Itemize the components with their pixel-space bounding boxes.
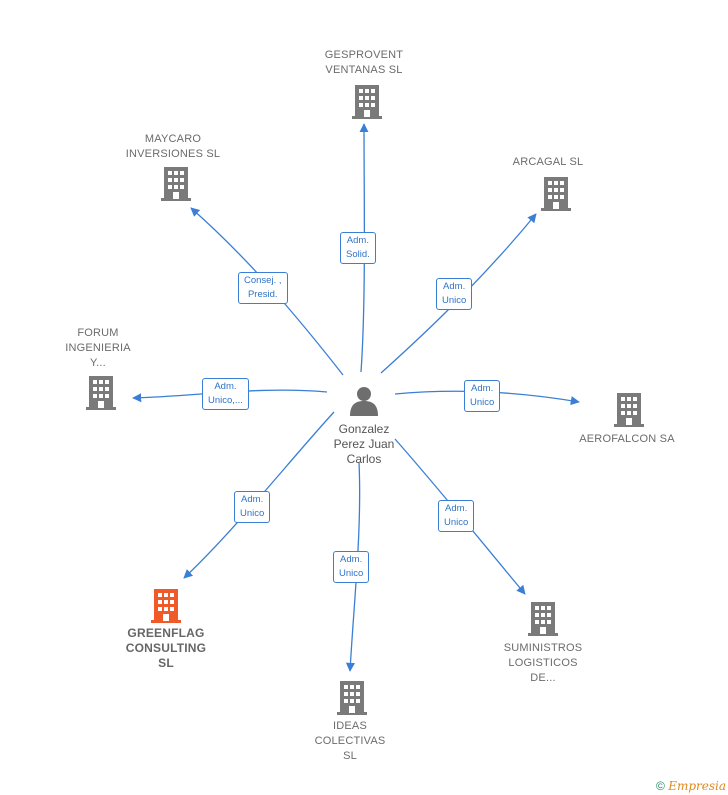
company-label-forum[interactable]: FORUM INGENIERIA Y... bbox=[65, 327, 131, 369]
building-icon[interactable] bbox=[151, 589, 181, 623]
building-icon[interactable] bbox=[541, 177, 571, 211]
building-icon[interactable] bbox=[614, 393, 644, 427]
company-label-suministros[interactable]: SUMINISTROS LOGISTICOS DE... bbox=[503, 642, 583, 684]
relation-badge-ideas: Adm. Unico bbox=[333, 551, 370, 583]
company-label-ideas[interactable]: IDEAS COLECTIVAS SL bbox=[314, 720, 386, 762]
relation-badge-gesprovent: Adm. Solid. bbox=[340, 232, 376, 264]
company-label-greenflag[interactable]: GREENFLAG CONSULTING SL bbox=[125, 626, 207, 670]
brand-logo[interactable]: Empresia bbox=[668, 779, 726, 793]
building-icon[interactable] bbox=[528, 602, 558, 636]
company-label-gesprovent[interactable]: GESPROVENT VENTANAS SL bbox=[324, 49, 404, 76]
building-icon[interactable] bbox=[161, 167, 191, 201]
company-label-aerofalcon[interactable]: AEROFALCON SA bbox=[579, 433, 675, 445]
footer: © Empresia bbox=[656, 779, 726, 793]
relation-badge-aerofalcon: Adm. Unico bbox=[464, 380, 501, 412]
building-icon[interactable] bbox=[352, 85, 382, 119]
building-icon[interactable] bbox=[86, 376, 116, 410]
copyright-icon: © bbox=[656, 779, 665, 793]
company-label-maycaro[interactable]: MAYCARO INVERSIONES SL bbox=[125, 133, 221, 160]
relation-badge-arcagal: Adm. Unico bbox=[436, 278, 473, 310]
relation-badge-suministros: Adm. Unico bbox=[438, 500, 475, 532]
company-label-arcagal[interactable]: ARCAGAL SL bbox=[512, 156, 584, 168]
relation-badge-forum: Adm. Unico,... bbox=[202, 378, 249, 410]
person-icon bbox=[350, 387, 378, 416]
building-icon[interactable] bbox=[337, 681, 367, 715]
relation-badge-greenflag: Adm. Unico bbox=[234, 491, 271, 523]
relation-badge-maycaro: Consej. , Presid. bbox=[238, 272, 288, 304]
center-person-name[interactable]: Gonzalez Perez Juan Carlos bbox=[333, 422, 395, 466]
